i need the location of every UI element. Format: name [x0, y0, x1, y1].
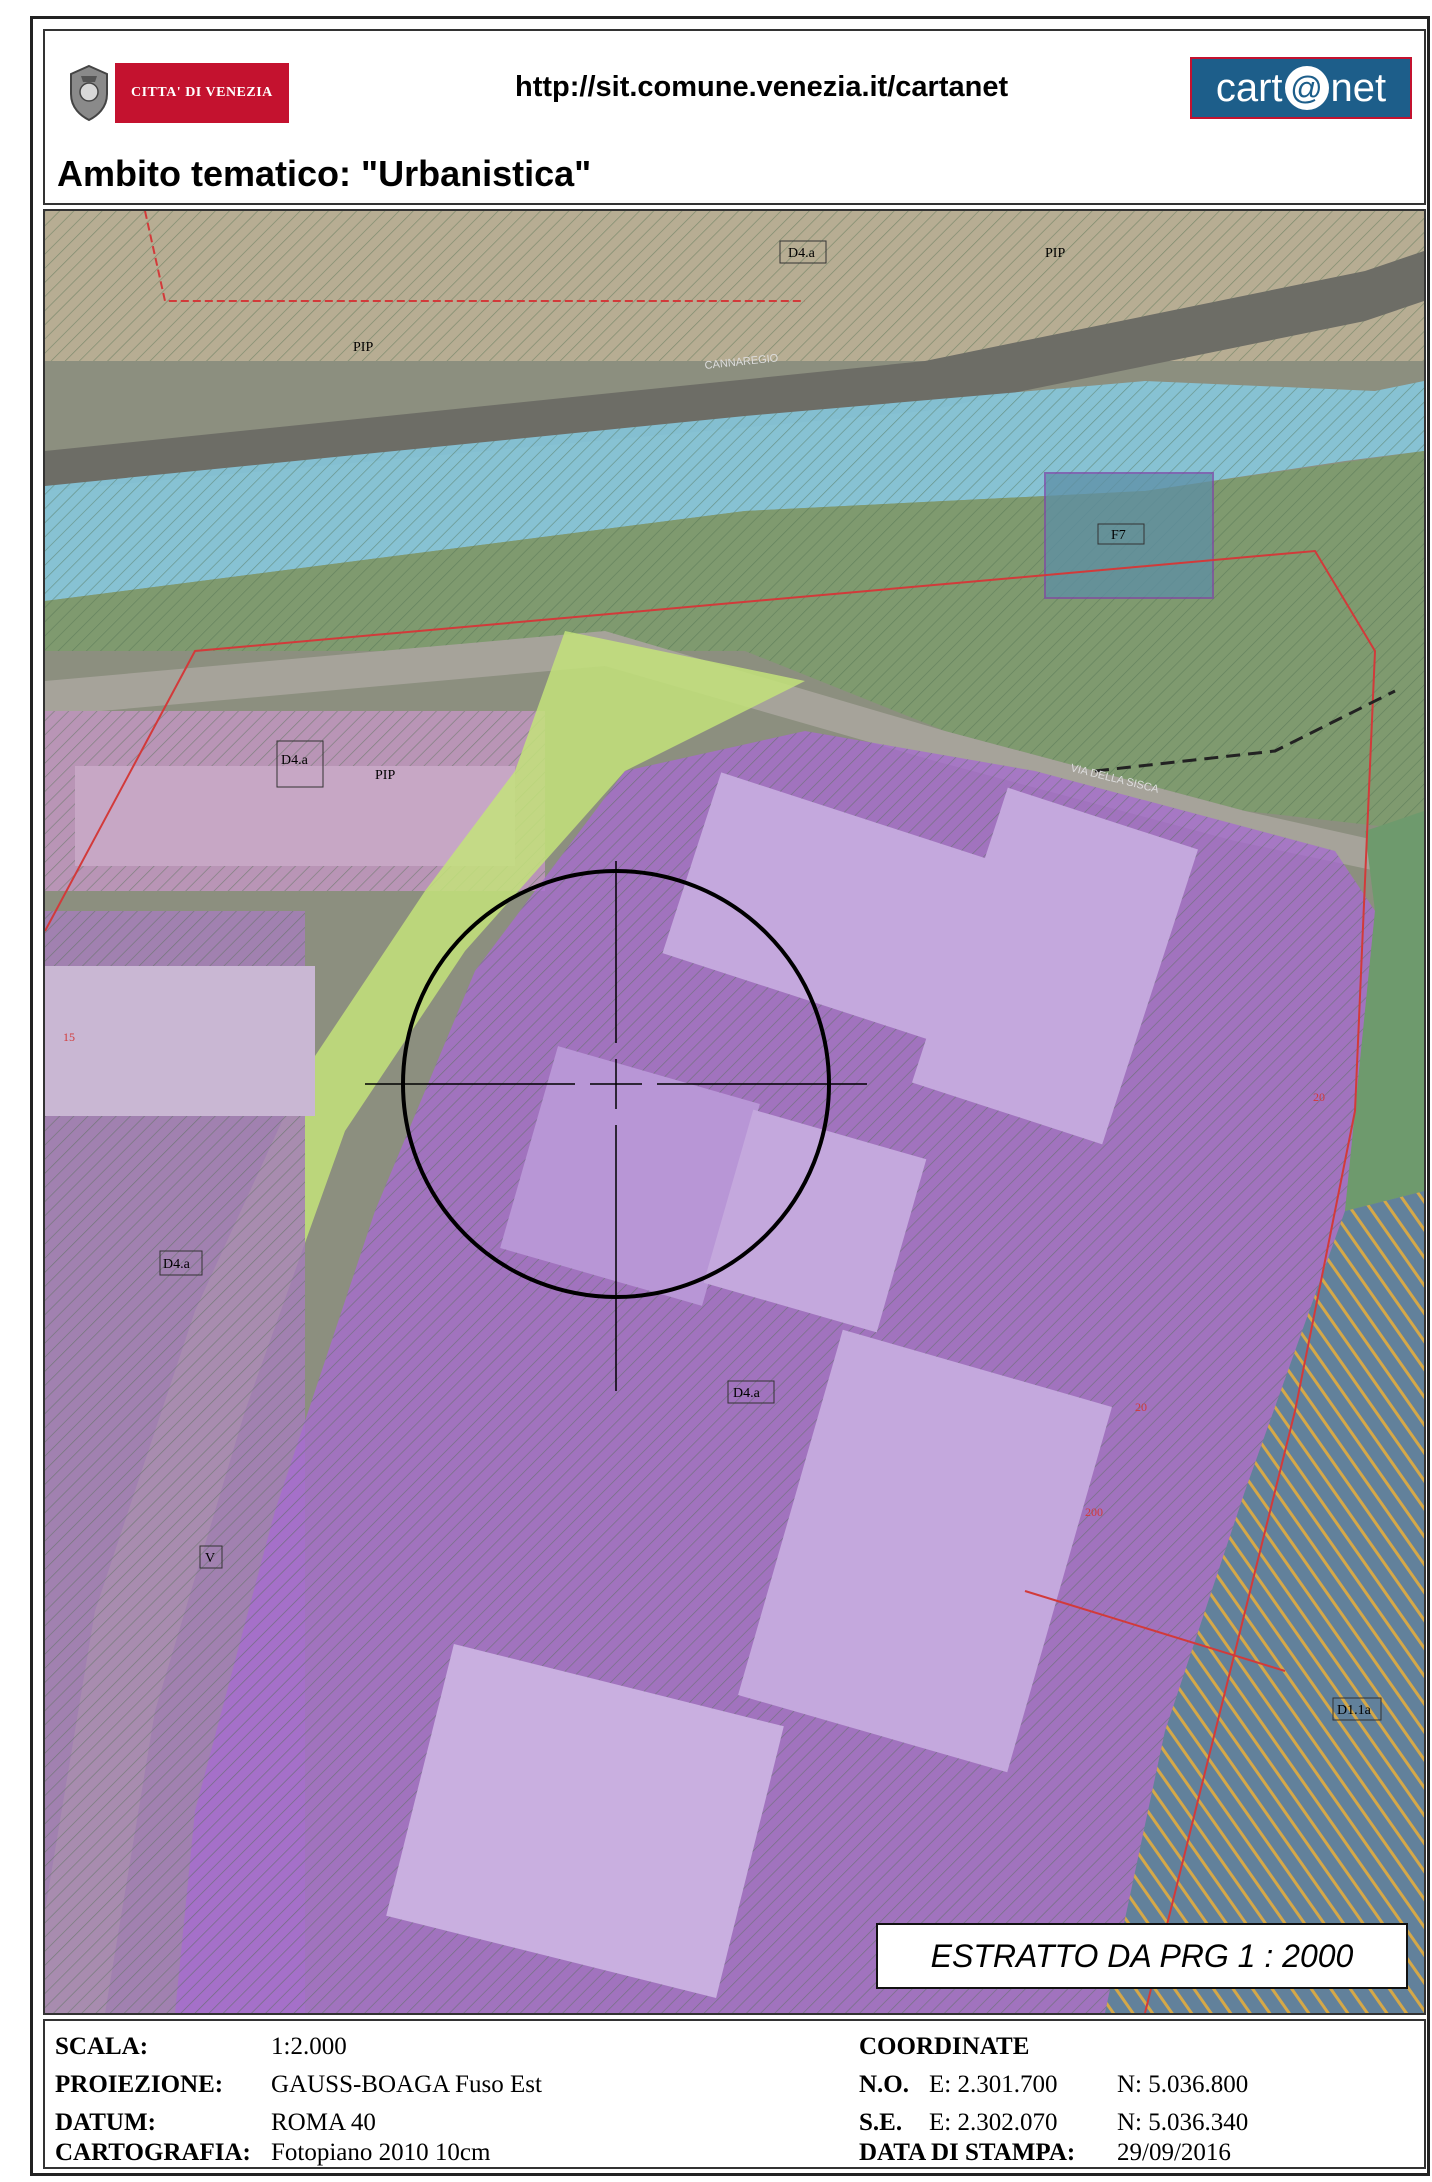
warehouse-center	[500, 1046, 760, 1306]
proiezione-label: PROIEZIONE:	[55, 2071, 224, 2098]
road-label-4: 20	[1135, 1400, 1147, 1414]
no-north: N: 5.036.800	[1117, 2071, 1249, 2098]
prg-boundary-line-3	[1024, 1590, 1286, 1672]
se-north: N: 5.036.340	[1117, 2109, 1249, 2136]
scala-label: SCALA:	[55, 2033, 149, 2060]
zone-label-box-4	[1097, 523, 1145, 545]
venezia-crest-icon	[70, 64, 108, 122]
header-url: http://sit.comune.venezia.it/cartanet	[515, 71, 1009, 103]
warehouse-center-2	[703, 1109, 927, 1333]
zone-label-7: D4.a	[163, 1257, 191, 1272]
map-frame: D4.a PIP PIP F7 D4.a PIP D4.a D4.a V D1.…	[43, 209, 1426, 2015]
zone-label-box-5	[276, 740, 324, 788]
zone-label-9: V	[205, 1551, 215, 1566]
zone-label-box-1	[779, 240, 827, 264]
zone-label-3: PIP	[353, 340, 373, 355]
east-green-edge	[1345, 811, 1424, 1211]
f7-zone	[1044, 472, 1214, 599]
print-sheet: CITTA' DI VENEZIA http://sit.comune.vene…	[30, 16, 1430, 2176]
cartanet-logo-pre: cart	[1215, 65, 1283, 110]
no-label: N.O.	[859, 2071, 909, 2098]
west-building-1	[75, 766, 515, 866]
logo-text: CITTA' DI VENEZIA	[115, 63, 289, 123]
map-info-panel: SCALA: 1:2.000 PROIEZIONE: GAUSS-BOAGA F…	[43, 2019, 1426, 2169]
zone-label-5: D4.a	[281, 753, 309, 768]
zone-label-box-7	[159, 1250, 203, 1276]
prg-boundary-line-1	[144, 211, 805, 302]
canal-hatch	[45, 381, 1424, 601]
proiezione-value: GAUSS-BOAGA Fuso Est	[271, 2071, 542, 2098]
zone-label-4: F7	[1111, 528, 1126, 543]
extract-label: ESTRATTO DA PRG 1 : 2000	[876, 1923, 1408, 1989]
warehouse-south-east	[738, 1329, 1112, 1773]
zone-label-box-8	[727, 1380, 775, 1404]
map-canvas: D4.a PIP PIP F7 D4.a PIP D4.a D4.a V D1.…	[45, 211, 1424, 2013]
zone-label-1: D4.a	[788, 246, 816, 261]
data-stampa-value: 29/09/2016	[1117, 2139, 1231, 2166]
cartanet-logo-post: net	[1330, 65, 1387, 110]
citta-di-venezia-logo: CITTA' DI VENEZIA	[67, 61, 289, 125]
se-label: S.E.	[859, 2109, 903, 2136]
west-warehouse	[45, 966, 315, 1116]
prg-boundary-line-2	[45, 549, 1377, 2013]
thematic-title: Ambito tematico: "Urbanistica"	[57, 153, 592, 194]
no-east: E: 2.301.700	[929, 2071, 1058, 2098]
warehouse-south	[386, 1644, 784, 1998]
cartografia-value: Fotopiano 2010 10cm	[271, 2139, 491, 2166]
east-railway-hatch	[1105, 1191, 1424, 2013]
road-label-5: 20	[1313, 1090, 1325, 1104]
road-label-3: 15	[63, 1030, 75, 1044]
datum-value: ROMA 40	[271, 2109, 376, 2136]
data-stampa-label: DATA DI STAMPA:	[859, 2139, 1076, 2166]
scala-value: 1:2.000	[271, 2033, 347, 2060]
datum-label: DATUM:	[55, 2109, 156, 2136]
north-road	[45, 251, 1424, 491]
header: CITTA' DI VENEZIA http://sit.comune.vene…	[43, 29, 1426, 205]
zone-label-2: PIP	[1045, 246, 1065, 261]
zone-label-8: D4.a	[733, 1386, 761, 1401]
dashed-boundary	[1094, 689, 1396, 773]
se-east: E: 2.302.070	[929, 2109, 1058, 2136]
coordinate-label: COORDINATE	[859, 2033, 1030, 2060]
road-label-6: 200	[1085, 1505, 1103, 1519]
warehouse-east	[911, 787, 1199, 1145]
zone-label-10: D1.1a	[1337, 1703, 1372, 1718]
zone-label-box-10	[1332, 1697, 1382, 1721]
cartanet-at-icon: @	[1284, 66, 1329, 110]
zone-label-6: PIP	[375, 768, 395, 783]
cartografia-label: CARTOGRAFIA:	[55, 2139, 251, 2166]
cartanet-logo: cart@net	[1190, 57, 1412, 119]
warehouse-north	[662, 772, 988, 1040]
zone-label-box-9	[199, 1545, 223, 1569]
